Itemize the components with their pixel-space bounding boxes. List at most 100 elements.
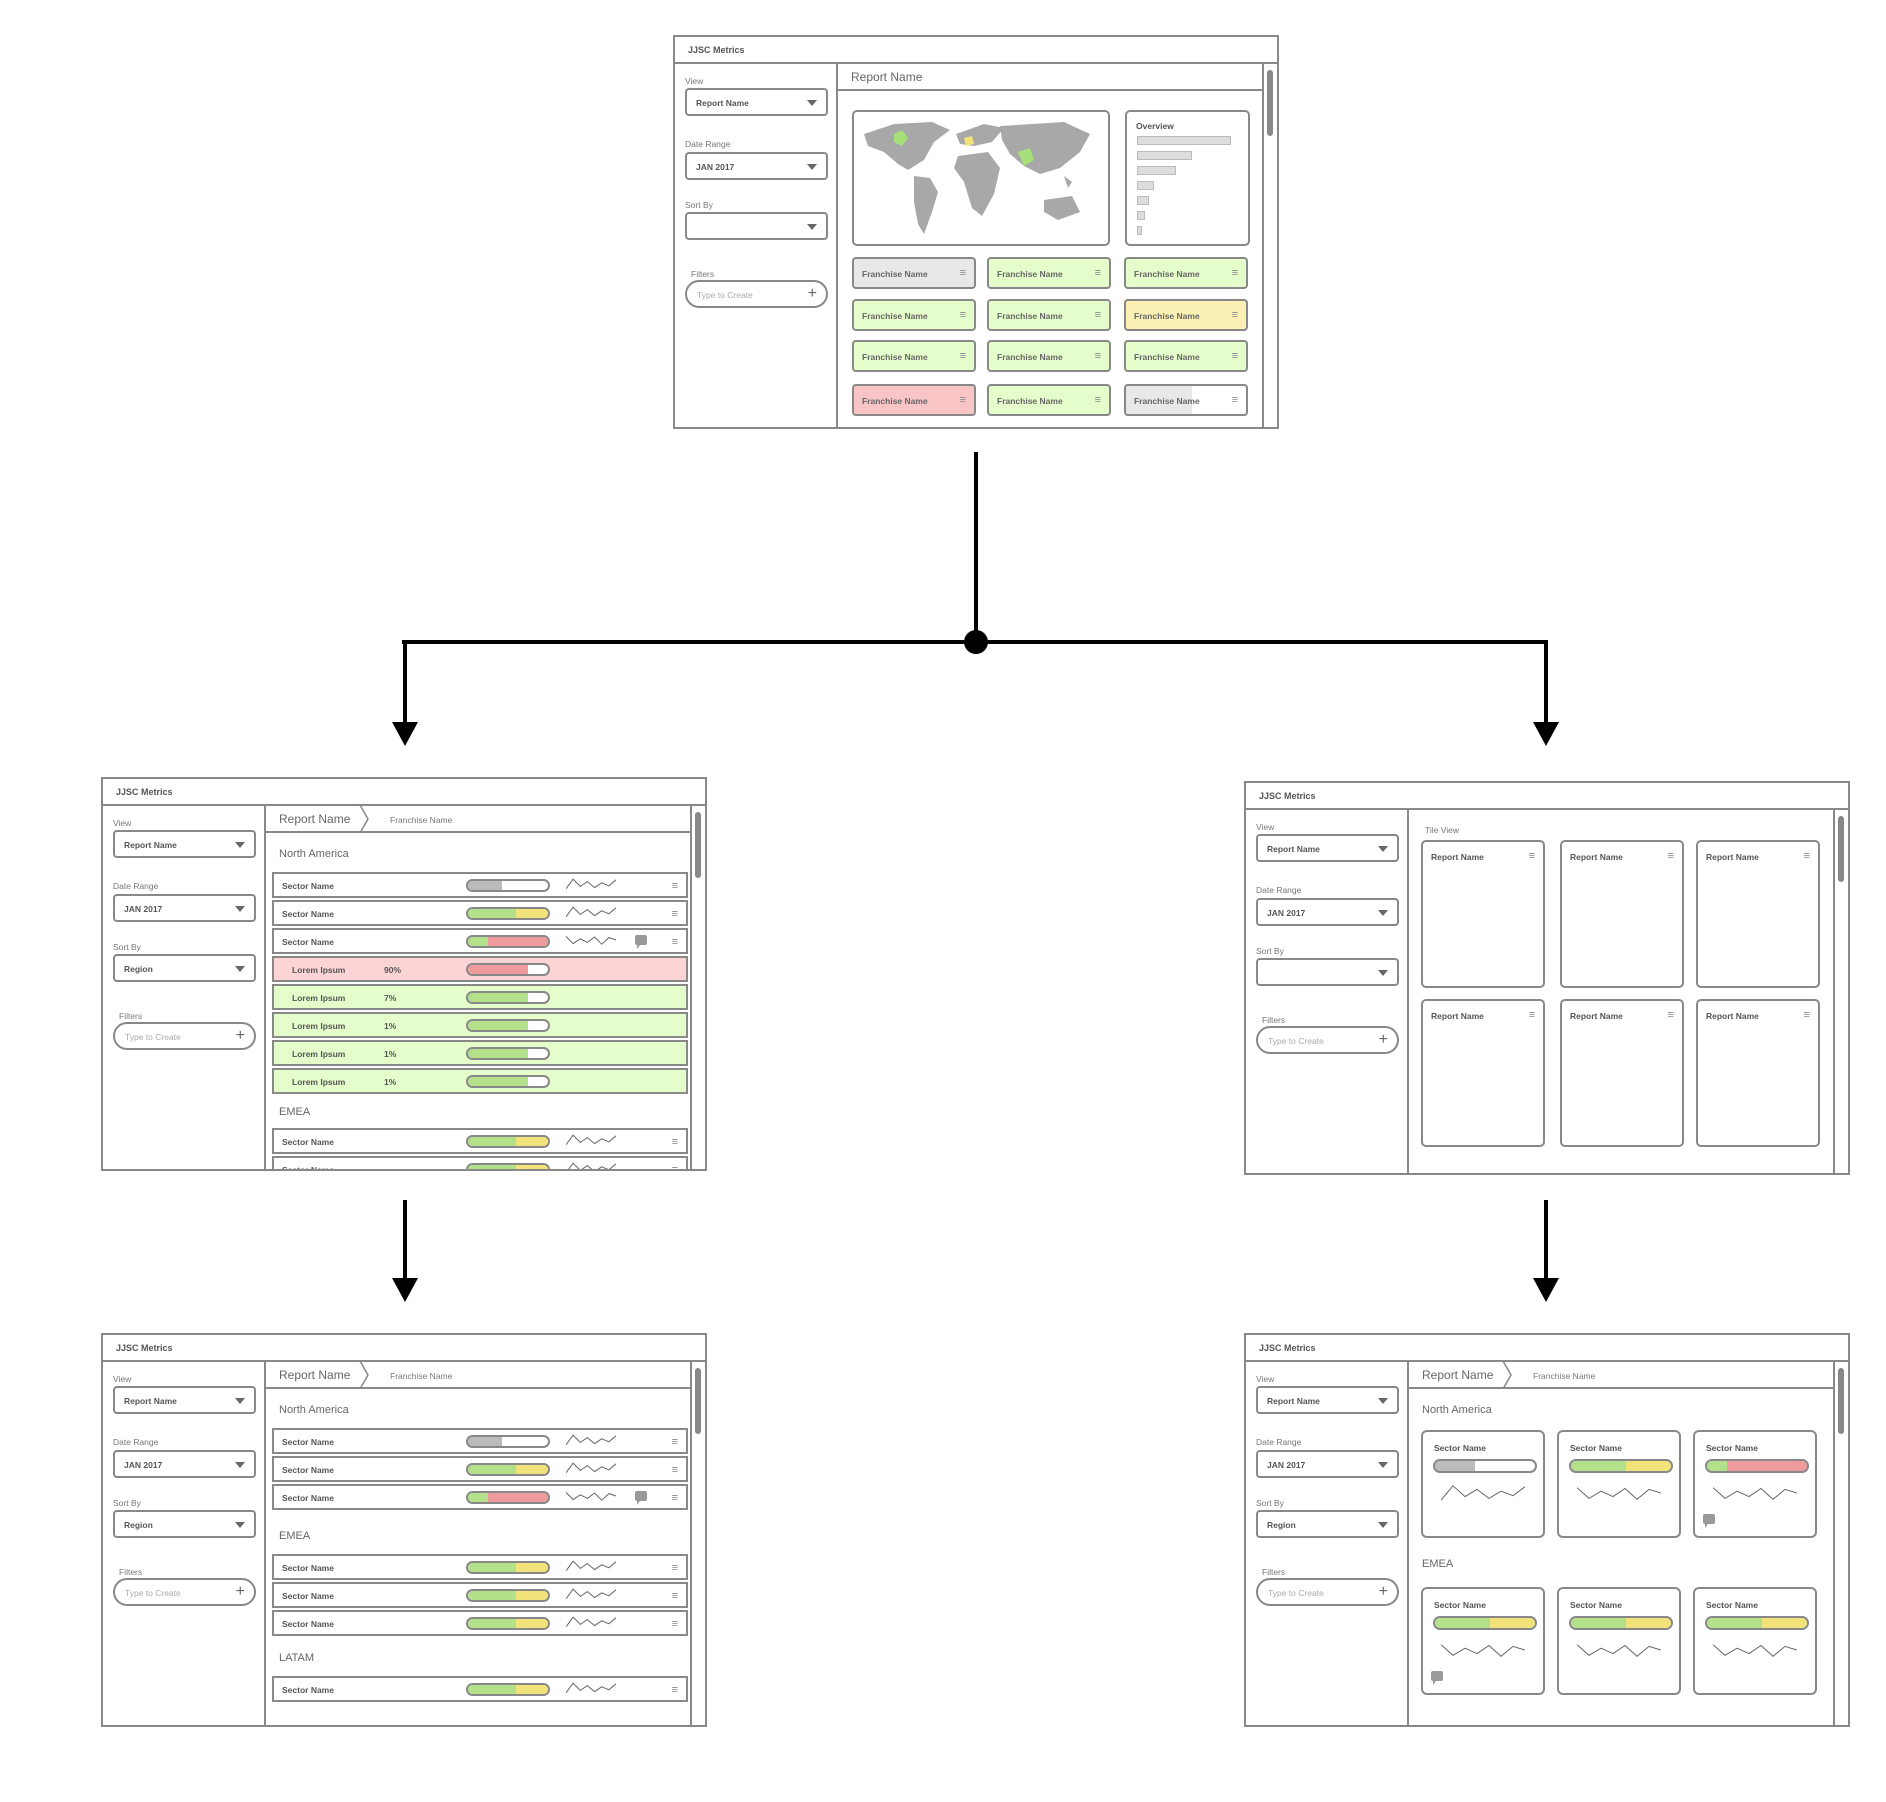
franchise-tile[interactable]: Franchise Name≡ [852, 384, 976, 416]
franchise-tile[interactable]: Franchise Name≡ [987, 384, 1111, 416]
scrollbar-thumb[interactable] [1267, 70, 1273, 136]
franchise-tile[interactable]: Franchise Name≡ [852, 257, 976, 289]
sector-row[interactable]: Sector Name≡ [272, 1582, 688, 1608]
sector-row[interactable]: Sector Name≡ [272, 1610, 688, 1636]
filters-input[interactable]: Type to Create+ [1256, 1578, 1399, 1606]
sort-by-dropdown[interactable]: Region [113, 954, 256, 982]
sector-tile[interactable]: Sector Name [1693, 1587, 1817, 1695]
sort-by-dropdown[interactable]: Region [113, 1510, 256, 1538]
menu-icon[interactable]: ≡ [1094, 350, 1101, 362]
menu-icon[interactable]: ≡ [671, 1136, 678, 1148]
scrollbar[interactable] [1833, 810, 1848, 1173]
sector-row[interactable]: Sector Name≡ [272, 1676, 688, 1702]
filters-input[interactable]: Type to Create+ [1256, 1026, 1399, 1054]
sector-tile[interactable]: Sector Name [1421, 1587, 1545, 1695]
menu-icon[interactable]: ≡ [1094, 394, 1101, 406]
sector-row[interactable]: Sector Name≡ [272, 1128, 688, 1154]
scrollbar[interactable] [1833, 1362, 1848, 1725]
franchise-tile[interactable]: Franchise Name≡ [987, 299, 1111, 331]
sector-row[interactable]: Sector Name≡ [272, 928, 688, 954]
comment-icon[interactable] [635, 935, 647, 949]
menu-icon[interactable]: ≡ [1231, 309, 1238, 321]
add-icon[interactable]: + [235, 1027, 245, 1044]
menu-icon[interactable]: ≡ [671, 1464, 678, 1476]
scrollbar-thumb[interactable] [1838, 1368, 1844, 1434]
report-tile[interactable]: Report Name≡ [1560, 840, 1684, 988]
menu-icon[interactable]: ≡ [1667, 1009, 1674, 1021]
sector-row[interactable]: Sector Name≡ [272, 1484, 688, 1510]
menu-icon[interactable]: ≡ [1231, 350, 1238, 362]
sector-row[interactable]: Sector Name≡ [272, 1156, 688, 1171]
report-tile[interactable]: Report Name≡ [1696, 999, 1820, 1147]
menu-icon[interactable]: ≡ [671, 880, 678, 892]
menu-icon[interactable]: ≡ [1094, 267, 1101, 279]
franchise-tile[interactable]: Franchise Name≡ [852, 340, 976, 372]
menu-icon[interactable]: ≡ [671, 908, 678, 920]
scrollbar-thumb[interactable] [695, 1368, 701, 1434]
menu-icon[interactable]: ≡ [1528, 1009, 1535, 1021]
menu-icon[interactable]: ≡ [671, 1436, 678, 1448]
scrollbar-thumb[interactable] [695, 812, 701, 878]
breadcrumb-franchise[interactable]: Franchise Name [1533, 1371, 1596, 1381]
breadcrumb-franchise[interactable]: Franchise Name [390, 815, 453, 825]
sector-row[interactable]: Sector Name≡ [272, 872, 688, 898]
franchise-tile[interactable]: Franchise Name≡ [987, 340, 1111, 372]
report-tile[interactable]: Report Name≡ [1421, 999, 1545, 1147]
menu-icon[interactable]: ≡ [671, 1684, 678, 1696]
view-dropdown[interactable]: Report Name [1256, 834, 1399, 862]
franchise-tile[interactable]: Franchise Name≡ [852, 299, 976, 331]
date-range-dropdown[interactable]: JAN 2017 [1256, 1450, 1399, 1478]
franchise-tile[interactable]: Franchise Name≡ [1124, 257, 1248, 289]
date-range-dropdown[interactable]: JAN 2017 [113, 894, 256, 922]
franchise-tile[interactable]: Franchise Name≡ [987, 257, 1111, 289]
menu-icon[interactable]: ≡ [1231, 394, 1238, 406]
filters-input[interactable]: Type to Create+ [113, 1022, 256, 1050]
menu-icon[interactable]: ≡ [671, 1618, 678, 1630]
add-icon[interactable]: + [1378, 1031, 1388, 1048]
menu-icon[interactable]: ≡ [1803, 850, 1810, 862]
sector-tile[interactable]: Sector Name [1557, 1587, 1681, 1695]
breadcrumb-report[interactable]: Report Name [279, 1368, 351, 1382]
add-icon[interactable]: + [1378, 1583, 1388, 1600]
franchise-tile[interactable]: Franchise Name≡ [1124, 299, 1248, 331]
scrollbar[interactable] [1262, 64, 1277, 427]
breadcrumb-franchise[interactable]: Franchise Name [390, 1371, 453, 1381]
scrollbar-thumb[interactable] [1838, 816, 1844, 882]
add-icon[interactable]: + [807, 285, 817, 302]
breadcrumb-report[interactable]: Report Name [1422, 1368, 1494, 1382]
franchise-tile[interactable]: Franchise Name≡ [1124, 340, 1248, 372]
date-range-dropdown[interactable]: JAN 2017 [685, 152, 828, 180]
menu-icon[interactable]: ≡ [671, 1492, 678, 1504]
comment-icon[interactable] [635, 1491, 647, 1505]
filters-input[interactable]: Type to Create+ [685, 280, 828, 308]
view-dropdown[interactable]: Report Name [1256, 1386, 1399, 1414]
scrollbar[interactable] [690, 806, 705, 1169]
menu-icon[interactable]: ≡ [959, 350, 966, 362]
view-dropdown[interactable]: Report Name [113, 1386, 256, 1414]
sort-by-dropdown[interactable]: Region [1256, 1510, 1399, 1538]
sort-by-dropdown[interactable] [1256, 958, 1399, 986]
world-map[interactable] [852, 110, 1110, 246]
sort-by-dropdown[interactable] [685, 212, 828, 240]
menu-icon[interactable]: ≡ [671, 936, 678, 948]
sector-row[interactable]: Sector Name≡ [272, 1456, 688, 1482]
view-dropdown[interactable]: Report Name [113, 830, 256, 858]
comment-icon[interactable] [1703, 1514, 1715, 1528]
report-tile[interactable]: Report Name≡ [1696, 840, 1820, 988]
sector-row[interactable]: Sector Name≡ [272, 1428, 688, 1454]
menu-icon[interactable]: ≡ [1528, 850, 1535, 862]
comment-icon[interactable] [1431, 1671, 1443, 1685]
report-tile[interactable]: Report Name≡ [1421, 840, 1545, 988]
menu-icon[interactable]: ≡ [1667, 850, 1674, 862]
menu-icon[interactable]: ≡ [1231, 267, 1238, 279]
sector-tile[interactable]: Sector Name [1421, 1430, 1545, 1538]
menu-icon[interactable]: ≡ [959, 267, 966, 279]
view-dropdown[interactable]: Report Name [685, 88, 828, 116]
menu-icon[interactable]: ≡ [671, 1164, 678, 1171]
breadcrumb-report[interactable]: Report Name [279, 812, 351, 826]
sector-tile[interactable]: Sector Name [1693, 1430, 1817, 1538]
menu-icon[interactable]: ≡ [959, 394, 966, 406]
